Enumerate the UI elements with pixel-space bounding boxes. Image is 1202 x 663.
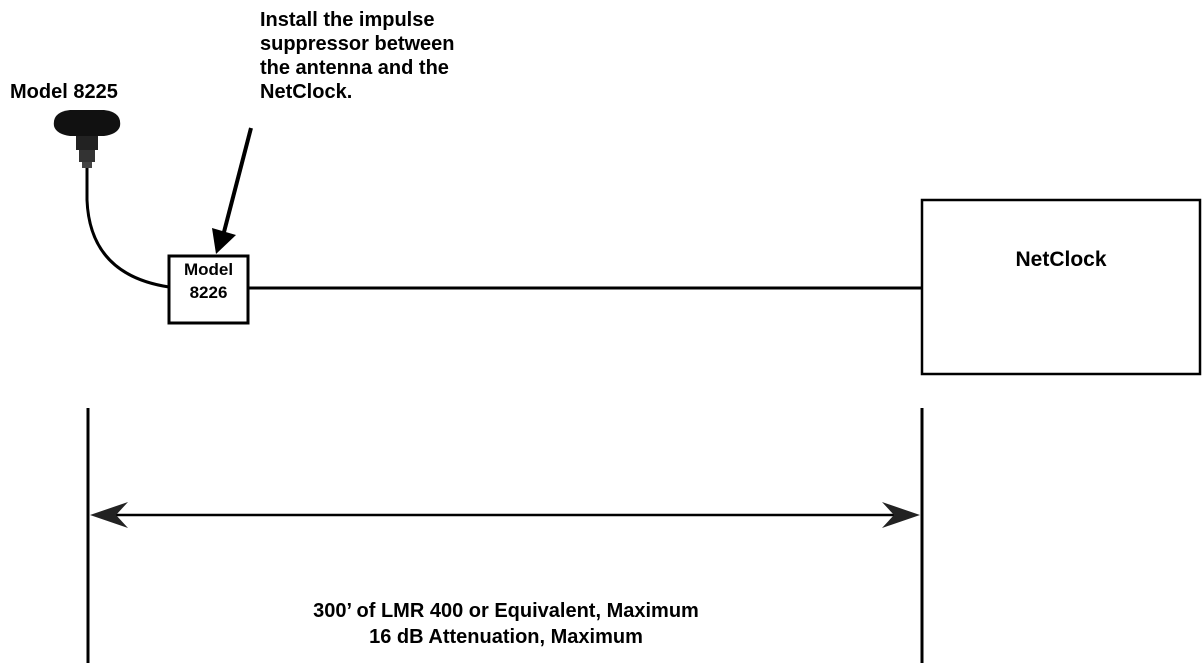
install-note-line: Install the impulse [260,9,435,31]
dimension-label-line2: 16 dB Attenuation, Maximum [369,626,643,648]
antenna-label: Model 8225 [10,81,118,103]
install-note-line: NetClock. [260,81,353,103]
netclock-box [920,198,1202,376]
dimension-arrow [90,502,920,528]
install-note-line: suppressor between [260,33,455,55]
dimension-label: 300’ of LMR 400 or Equivalent, Maximum 1… [90,598,922,650]
install-note: Install the impulse suppressor between t… [260,8,560,104]
pointer-arrow [212,127,253,254]
suppressor-label: Model 8226 [169,258,248,304]
install-note-line: the antenna and the [260,57,449,79]
suppressor-label-line2: 8226 [189,283,228,302]
dimension-label-line1: 300’ of LMR 400 or Equivalent, Maximum [313,600,699,622]
antenna-icon [53,110,121,168]
suppressor-label-line1: Model [183,260,234,279]
suppressor-box [167,254,250,325]
antenna-cable [85,168,170,289]
netclock-label: NetClock [1015,248,1107,271]
